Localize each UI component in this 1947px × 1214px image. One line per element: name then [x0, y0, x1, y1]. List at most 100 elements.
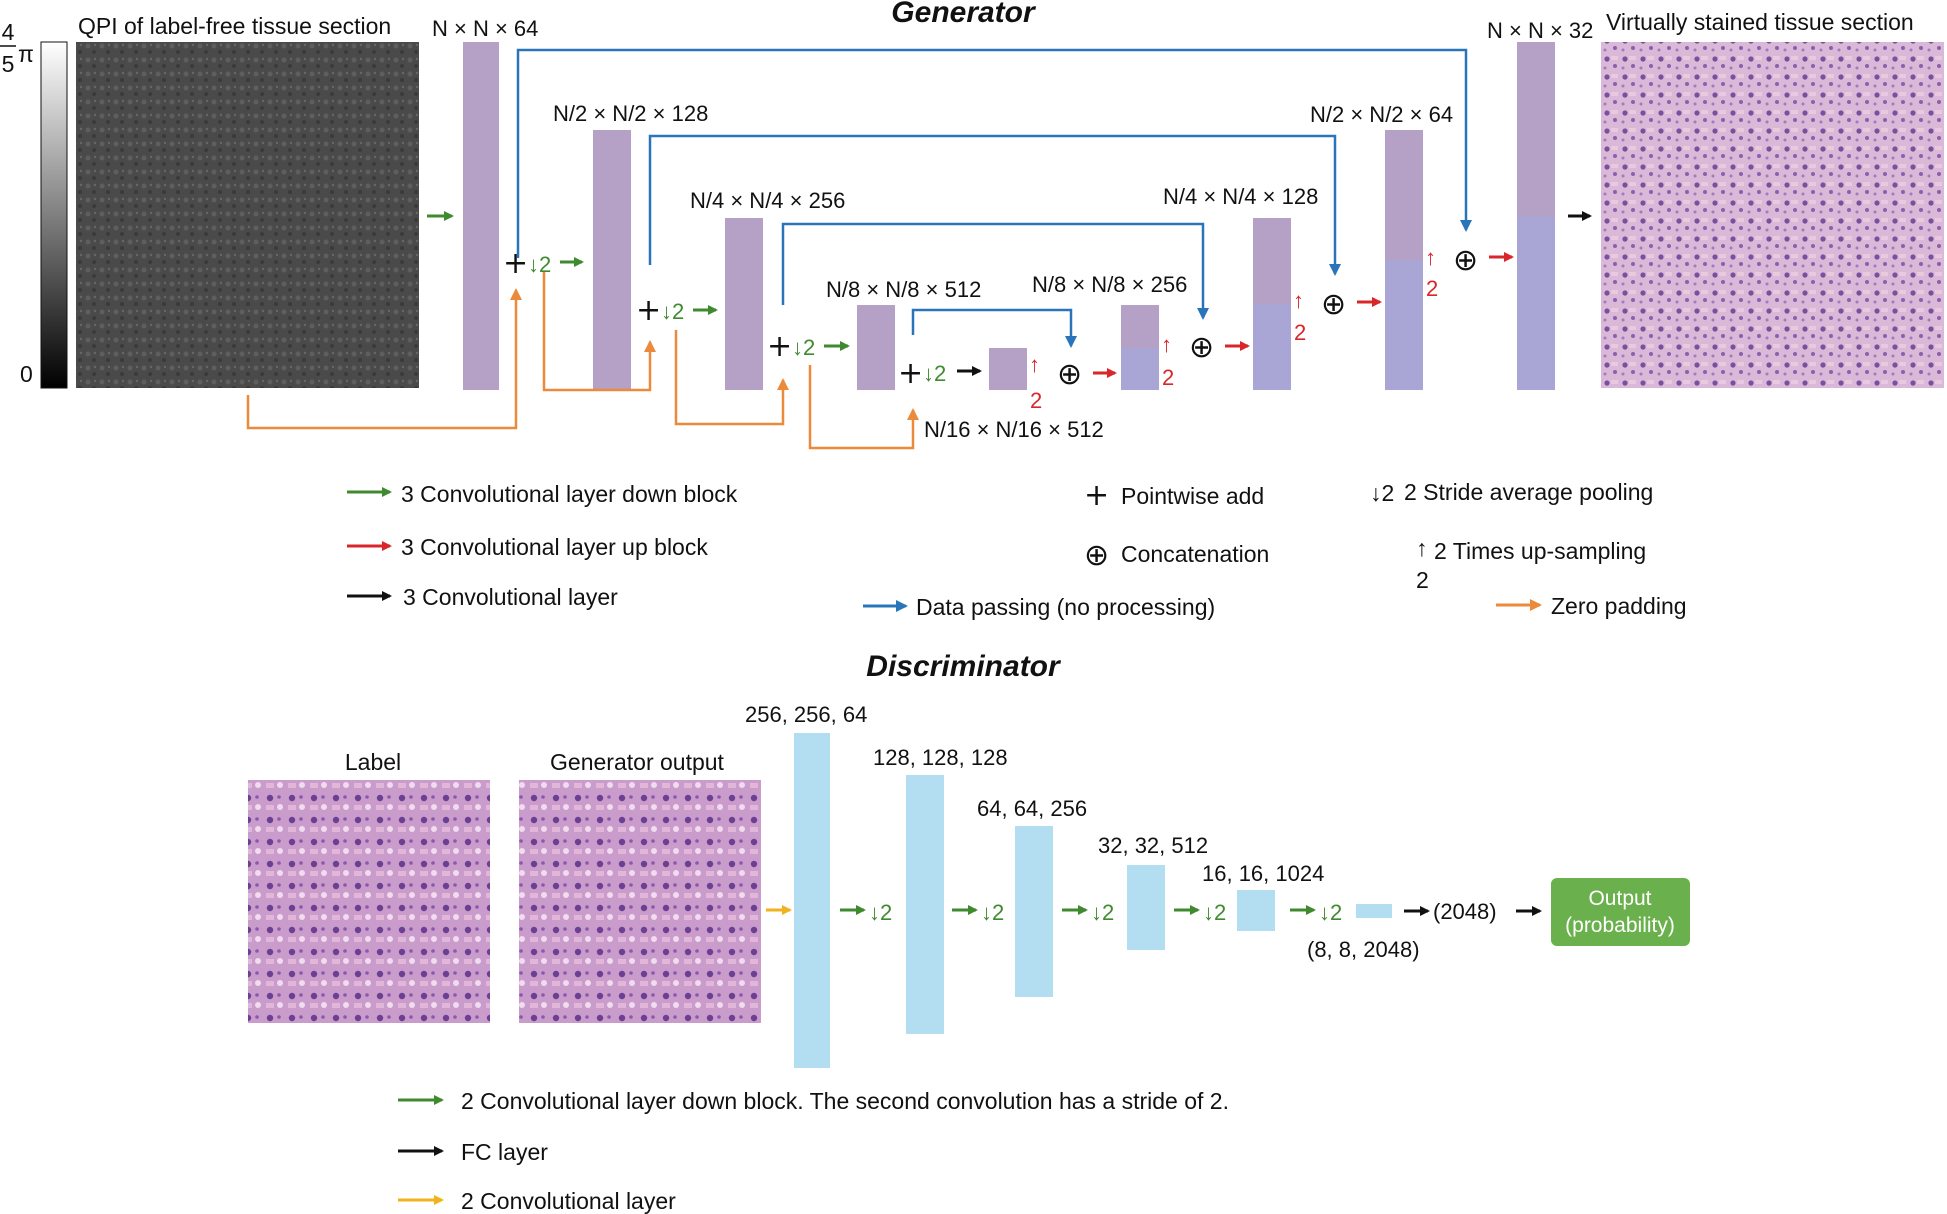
legend-up-symbol: ↑: [1416, 535, 1428, 561]
disc-pool: ↓2: [1203, 900, 1226, 925]
up-sym: ↑: [1425, 245, 1436, 270]
legend-fc: FC layer: [461, 1139, 548, 1165]
decoder-block-4-skip: [1517, 42, 1555, 216]
qpi-input-image: [76, 42, 419, 388]
up-sym: ↑: [1161, 332, 1172, 357]
colorbar-max-numerator: 4: [2, 19, 15, 45]
discriminator-legend: 2 Convolutional layer down block. The se…: [398, 1088, 1229, 1214]
output-line2: (probability): [1565, 914, 1675, 937]
up-sym: ↑: [1029, 352, 1040, 377]
bottleneck-block: [989, 348, 1027, 390]
disc-block-2: [906, 775, 944, 1034]
pool-label: ↓2: [528, 252, 551, 277]
add-symbol: +: [767, 329, 792, 364]
add-pool-1: + ↓2: [503, 246, 584, 281]
legend-pool-symbol: ↓2: [1370, 480, 1394, 506]
concat-4: ⊕: [1453, 243, 1478, 278]
disc-block-1: [794, 733, 830, 1068]
colorbar-gradient: [40, 41, 68, 389]
decoder-block-3-up: [1385, 260, 1423, 390]
legend-data-pass: Data passing (no processing): [916, 594, 1215, 620]
legend-add: Pointwise add: [1121, 483, 1264, 509]
disc-dim-1: 256, 256, 64: [745, 702, 867, 727]
encoder-block-3: [725, 218, 763, 390]
disc-block-4: [1127, 865, 1165, 950]
dim-n32: N × N × 32: [1487, 18, 1593, 43]
concat-3: ⊕: [1321, 287, 1346, 322]
disc-dim-6: (8, 8, 2048): [1307, 937, 1420, 962]
dim-n4-256: N/4 × N/4 × 256: [690, 188, 845, 213]
disc-block-3: [1015, 826, 1053, 997]
legend-disc-conv: 2 Convolutional layer: [461, 1188, 676, 1214]
concat-2: ⊕: [1189, 330, 1214, 365]
disc-pool: ↓2: [1091, 900, 1114, 925]
add-symbol: +: [636, 293, 661, 328]
label-image-title: Label: [345, 749, 401, 775]
generator-title: Generator: [891, 0, 1037, 29]
disc-pool: ↓2: [981, 900, 1004, 925]
generator-output-image: [519, 780, 761, 1023]
up-num: 2: [1030, 388, 1042, 413]
disc-dim-4: 32, 32, 512: [1098, 833, 1208, 858]
decoder-block-1-up: [1121, 348, 1159, 390]
colorbar-max-pi: π: [18, 41, 34, 67]
legend-down-block: 3 Convolutional layer down block: [401, 481, 738, 507]
discriminator-title: Discriminator: [866, 650, 1062, 683]
dim-n4-128: N/4 × N/4 × 128: [1163, 184, 1318, 209]
dim-n8-512: N/8 × N/8 × 512: [826, 277, 981, 302]
dim-n2-128: N/2 × N/2 × 128: [553, 101, 708, 126]
pool-label: ↓2: [792, 335, 815, 360]
encoder-block-1: [463, 42, 499, 390]
up-num: 2: [1162, 365, 1174, 390]
input-label: QPI of label-free tissue section: [78, 13, 391, 39]
output-probability-box: [1551, 878, 1690, 946]
legend-add-symbol: +: [1084, 478, 1109, 513]
pool-label: ↓2: [661, 299, 684, 324]
legend-zero-pad: Zero padding: [1551, 593, 1687, 619]
disc-pool: ↓2: [869, 900, 892, 925]
dim-n16-512: N/16 × N/16 × 512: [924, 417, 1104, 442]
legend-upsample: 2 Times up-sampling: [1434, 538, 1646, 564]
pool-label: ↓2: [923, 361, 946, 386]
generator-legend: 3 Convolutional layer down block 3 Convo…: [347, 478, 1687, 620]
add-symbol: +: [503, 246, 528, 281]
virtually-stained-image: [1601, 42, 1944, 388]
legend-up-block: 3 Convolutional layer up block: [401, 534, 708, 560]
encoder-block-2: [593, 130, 631, 390]
up-num: 2: [1426, 276, 1438, 301]
decoder-block-2-up: [1253, 304, 1291, 390]
decoder-block-3-skip: [1385, 130, 1423, 260]
up-num: 2: [1294, 320, 1306, 345]
label-image: [248, 780, 490, 1023]
legend-conv: 3 Convolutional layer: [403, 584, 618, 610]
colorbar: 4 5 π 0: [0, 19, 68, 389]
disc-dim-2: 128, 128, 128: [873, 745, 1008, 770]
add-symbol: +: [898, 356, 923, 391]
encoder-block-4: [857, 305, 895, 390]
disc-block-5: [1237, 890, 1275, 931]
legend-concat: Concatenation: [1121, 541, 1269, 567]
zero-padding-connections: [246, 272, 919, 450]
skip-connections: [516, 48, 1472, 348]
dim-n2-64: N/2 × N/2 × 64: [1310, 102, 1453, 127]
dim-n8-256: N/8 × N/8 × 256: [1032, 272, 1187, 297]
decoder-block-2-skip: [1253, 218, 1291, 304]
disc-dim-5: 16, 16, 1024: [1202, 861, 1324, 886]
add-pool-3: + ↓2: [767, 329, 850, 364]
disc-dim-3: 64, 64, 256: [977, 796, 1087, 821]
decoder-block-1-skip: [1121, 305, 1159, 348]
decoder-block-4-up: [1517, 216, 1555, 390]
colorbar-min: 0: [20, 361, 33, 387]
output-line1: Output: [1588, 887, 1651, 910]
up-sym: ↑: [1293, 288, 1304, 313]
output-label: Virtually stained tissue section: [1606, 9, 1914, 35]
add-pool-4: + ↓2: [898, 356, 982, 391]
add-pool-2: + ↓2: [636, 293, 718, 328]
concat-1: ⊕: [1057, 357, 1082, 392]
disc-block-6: [1356, 904, 1392, 918]
legend-pool: 2 Stride average pooling: [1404, 479, 1653, 505]
generator-output-title: Generator output: [550, 749, 725, 775]
legend-up-num: 2: [1416, 567, 1429, 593]
fc-dim: (2048): [1433, 899, 1497, 924]
